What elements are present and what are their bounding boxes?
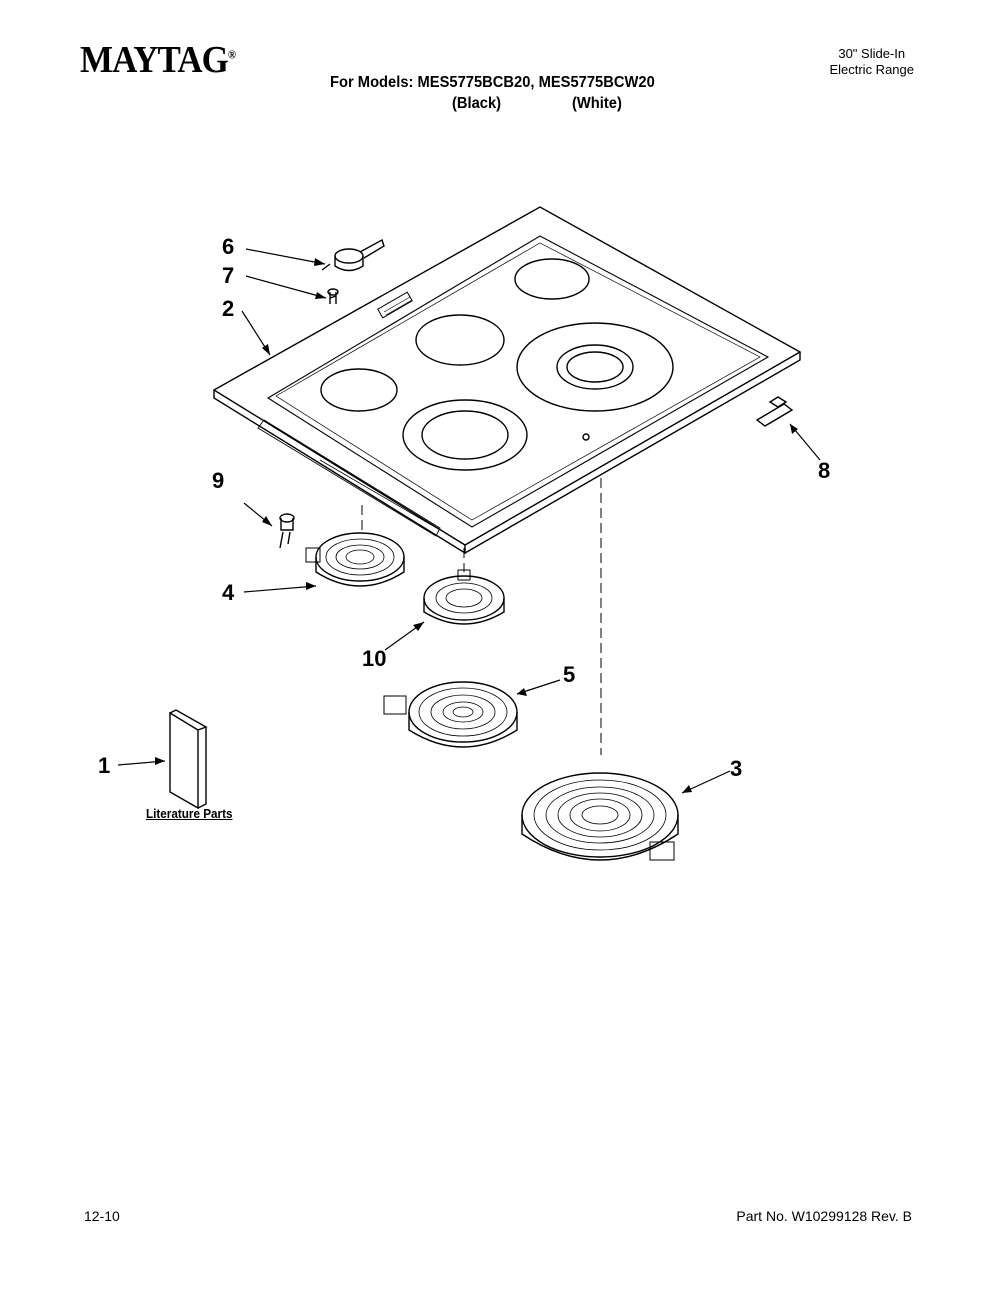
- leader-lines: [117, 248, 821, 794]
- models-line: For Models: MES5775BCB20, MES5775BCW20: [330, 74, 655, 91]
- surface-element-small: [305, 532, 405, 587]
- callout-9: 9: [212, 468, 225, 493]
- callout-7: 7: [222, 263, 235, 288]
- literature-parts-label: Literature Parts: [146, 806, 233, 821]
- product-line-2: Electric Range: [829, 62, 914, 77]
- product-line-1: 30" Slide-In: [838, 46, 906, 61]
- arrowheads: [155, 258, 798, 793]
- surface-element-dual: [521, 772, 679, 861]
- variant-black: (Black): [452, 95, 502, 112]
- surface-element-large: [383, 681, 518, 748]
- callout-2: 2: [222, 296, 235, 321]
- bracket: [755, 396, 794, 427]
- variant-white: (White): [572, 95, 622, 112]
- maytag-logo: MAYTAG®: [80, 39, 236, 81]
- literature-manual: [169, 709, 208, 810]
- callout-3: 3: [730, 756, 743, 781]
- cooktop-glass: [212, 206, 802, 555]
- product-description: 30" Slide-In Electric Range: [829, 46, 914, 78]
- limiter-switch: [321, 238, 385, 272]
- callout-10: 10: [362, 646, 387, 671]
- callout-8: 8: [818, 458, 831, 483]
- callout-4: 4: [222, 580, 235, 605]
- callout-5: 5: [563, 662, 576, 687]
- callout-6: 6: [222, 234, 235, 259]
- footer-date: 12-10: [84, 1208, 120, 1224]
- surface-element-medium: [423, 569, 505, 625]
- footer-part-number: Part No. W10299128 Rev. B: [736, 1208, 912, 1224]
- clip: [279, 513, 295, 549]
- screw: [327, 288, 339, 304]
- assembly-lines: [361, 478, 602, 755]
- callout-1: 1: [98, 753, 111, 778]
